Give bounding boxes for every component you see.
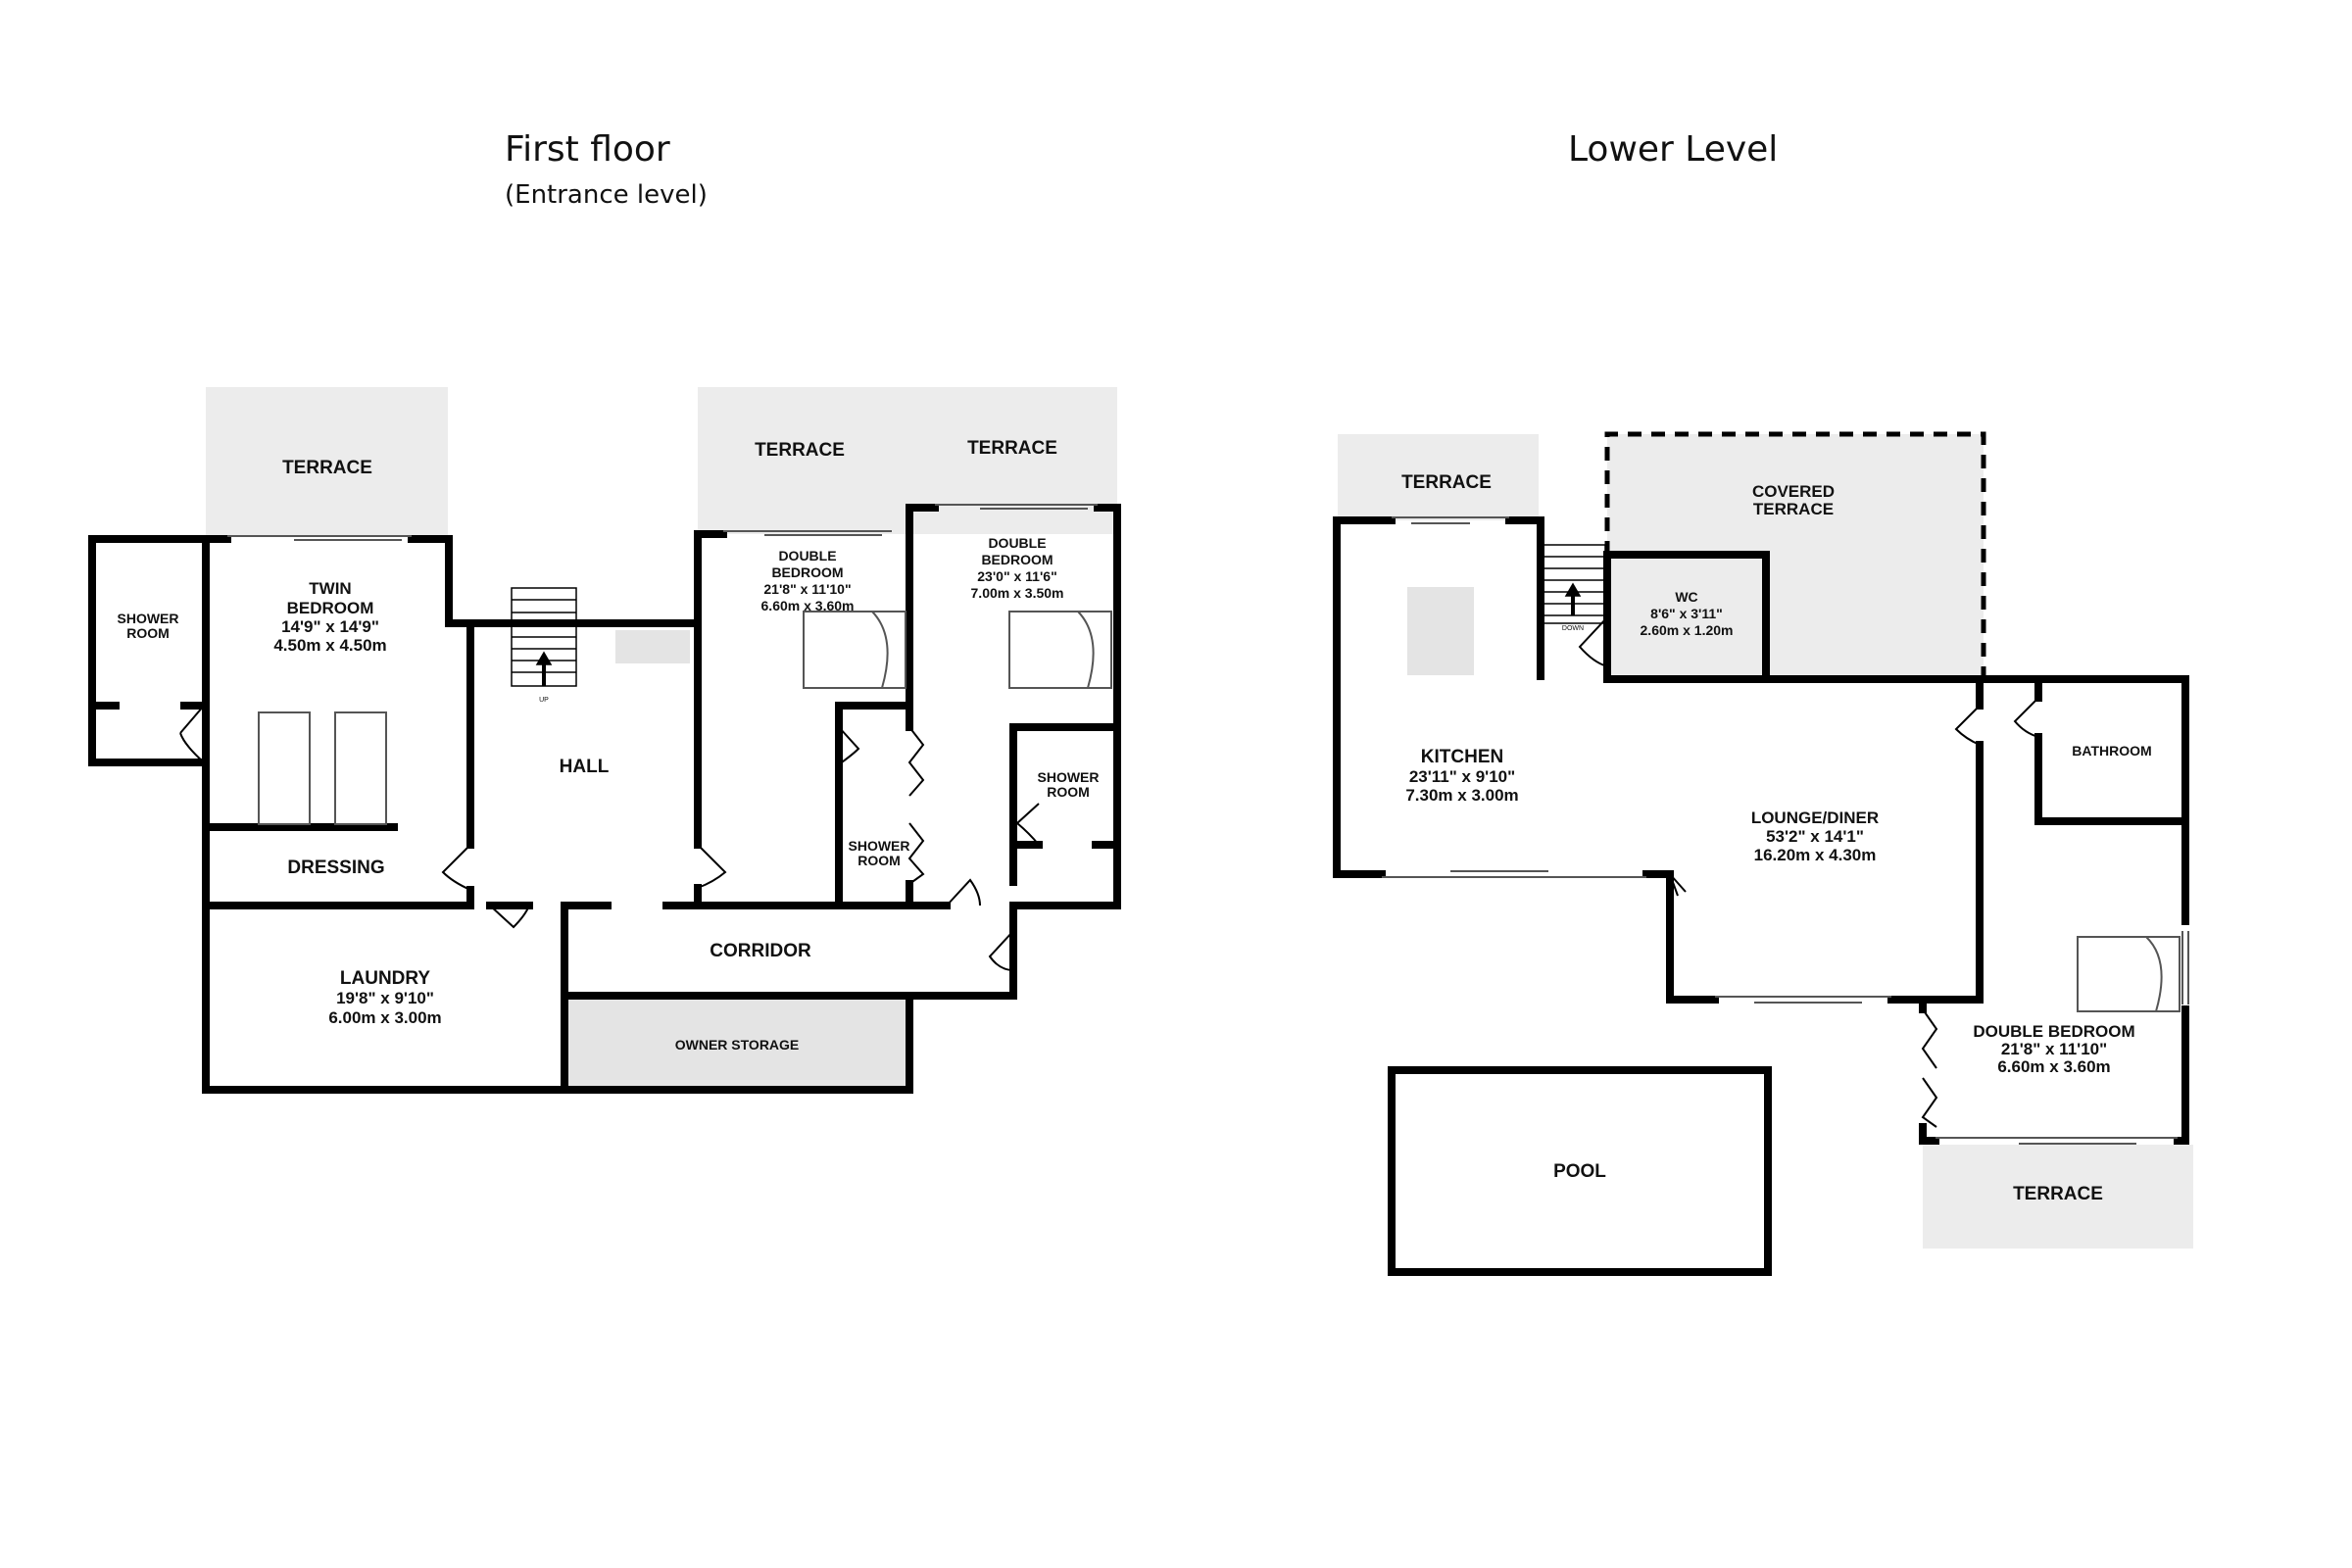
first-floor-plan: TERRACE TERRACE TERRACE SHOWER ROOM TWIN… (88, 387, 1121, 1094)
twin-bedroom-metric: 4.50m x 4.50m (273, 636, 386, 655)
shower-room-mid-label-2: ROOM (858, 853, 901, 868)
kitchen-name: KITCHEN (1421, 747, 1503, 767)
terrace-top-label: TERRACE (1401, 472, 1492, 493)
pool-label: POOL (1553, 1161, 1606, 1182)
first-floor-walls (88, 504, 1121, 1094)
twin-bedroom-name-1: TWIN (309, 579, 351, 598)
first-floor-doors (179, 705, 1040, 971)
double-bedroom-2-name-2: BEDROOM (981, 552, 1053, 567)
lower-level-doors (1578, 616, 2039, 1128)
owner-storage-area (564, 996, 909, 1090)
first-floor-title: First floor (505, 129, 670, 170)
corridor-label: CORRIDOR (710, 941, 811, 961)
shower-room-right-label-2: ROOM (1047, 784, 1090, 800)
covered-terrace-outline (1604, 431, 1986, 679)
twin-bedroom-imperial: 14'9" x 14'9" (281, 617, 379, 636)
terrace-left-area (206, 387, 448, 536)
stairs-down-label: DOWN (1562, 625, 1584, 632)
double-bedroom-lower-metric: 6.60m x 3.60m (1997, 1057, 2110, 1076)
double-bedroom-1-metric: 6.60m x 3.60m (761, 598, 855, 613)
shower-room-mid-label-1: SHOWER (849, 838, 910, 854)
twin-bedroom-name-2: BEDROOM (287, 599, 374, 617)
double-bedroom-2-metric: 7.00m x 3.50m (971, 585, 1064, 601)
covered-terrace-label-1: COVERED (1752, 482, 1835, 501)
double-bedroom-1-imperial: 21'8" x 11'10" (763, 581, 851, 597)
terrace-right-label: TERRACE (967, 438, 1057, 459)
lounge-diner-name: LOUNGE/DINER (1751, 808, 1879, 827)
lounge-diner-metric: 16.20m x 4.30m (1754, 846, 1877, 864)
hall-landing (615, 630, 690, 663)
terrace-left-label: TERRACE (282, 458, 372, 478)
hall-label: HALL (560, 757, 610, 777)
terrace-top-area (1338, 434, 1539, 520)
shower-room-left-label-2: ROOM (126, 625, 170, 641)
wc-name: WC (1675, 589, 1697, 605)
double-bedroom-2-name-1: DOUBLE (988, 535, 1046, 551)
terrace-bottom-label: TERRACE (2013, 1184, 2103, 1204)
kitchen-imperial: 23'11" x 9'10" (1409, 767, 1515, 786)
terrace-mid-label: TERRACE (755, 440, 845, 461)
double-bedroom-2-imperial: 23'0" x 11'6" (977, 568, 1056, 584)
double-bedroom-1-name-1: DOUBLE (778, 548, 836, 564)
owner-storage-label: OWNER STORAGE (675, 1037, 800, 1053)
double-bedroom-lower-imperial: 21'8" x 11'10" (2001, 1040, 2107, 1058)
kitchen-metric: 7.30m x 3.00m (1405, 786, 1518, 805)
laundry-metric: 6.00m x 3.00m (328, 1008, 441, 1027)
bathroom-label: BATHROOM (2072, 743, 2151, 759)
lower-level-plan: TERRACE COVERED TERRACE DOWN WC 8'6" x 3… (1333, 431, 2193, 1276)
first-floor-subtitle: (Entrance level) (505, 180, 708, 210)
laundry-name: LAUNDRY (340, 968, 431, 989)
first-floor-beds (258, 611, 1112, 825)
wc-imperial: 8'6" x 3'11" (1650, 606, 1723, 621)
dressing-label: DRESSING (287, 858, 384, 878)
double-bed-1-icon (803, 611, 906, 689)
kitchen-island (1407, 587, 1474, 675)
double-bedroom-lower-name: DOUBLE BEDROOM (1973, 1022, 2134, 1041)
double-bed-2-icon (1008, 611, 1112, 689)
lower-level-stairs (1540, 544, 1606, 624)
pool-outline (1388, 1066, 1772, 1276)
lower-level-beds (2077, 936, 2180, 1012)
lower-level-glazing (1382, 516, 2189, 1145)
twin-bed-2-icon (334, 711, 387, 825)
double-bedroom-1-name-2: BEDROOM (771, 564, 843, 580)
lower-level-title: Lower Level (1568, 129, 1779, 170)
shower-room-right-label-1: SHOWER (1038, 769, 1100, 785)
lower-level-walls (1333, 516, 2189, 1276)
first-floor-glazing (227, 504, 1098, 541)
wc-metric: 2.60m x 1.20m (1641, 622, 1734, 638)
lounge-diner-imperial: 53'2" x 14'1" (1766, 827, 1864, 846)
stairs-up-label: UP (539, 697, 549, 704)
covered-terrace-label-2: TERRACE (1753, 500, 1834, 518)
laundry-imperial: 19'8" x 9'10" (336, 989, 434, 1007)
terrace-bottom-area (1923, 1145, 2193, 1249)
first-floor-stairs (511, 587, 577, 687)
double-bed-lower-icon (2077, 936, 2180, 1012)
shower-room-left-label-1: SHOWER (118, 611, 179, 626)
twin-bed-1-icon (258, 711, 311, 825)
